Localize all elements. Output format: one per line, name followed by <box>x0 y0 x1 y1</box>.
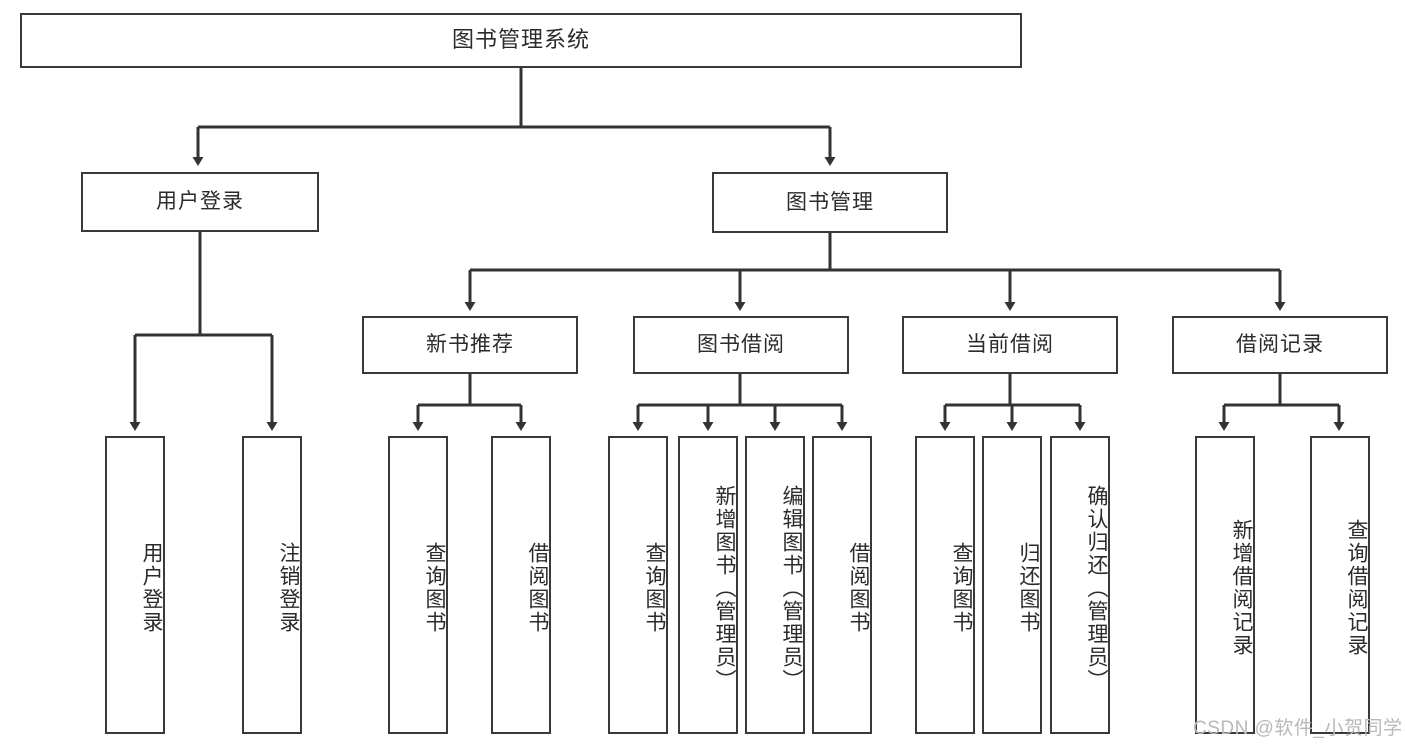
leaf-label: 归还图书 <box>1017 542 1040 634</box>
leaf-user-login-1[interactable]: 用户登录 <box>105 436 165 734</box>
leaf-book-borrow-2[interactable]: 新增图书（管理员） <box>678 436 738 734</box>
leaf-label: 查询图书 <box>643 542 666 634</box>
node-root[interactable]: 图书管理系统 <box>20 13 1022 68</box>
leaf-current-borrow-1[interactable]: 查询图书 <box>915 436 975 734</box>
node-new-book-recommend[interactable]: 新书推荐 <box>362 316 578 374</box>
node-book-management-label: 图书管理 <box>786 190 874 214</box>
leaf-label: 用户登录 <box>140 542 163 634</box>
node-current-borrow-label: 当前借阅 <box>966 333 1054 357</box>
leaf-label: 查询借阅记录 <box>1345 519 1368 657</box>
leaf-label: 查询图书 <box>423 542 446 634</box>
node-user-login-label: 用户登录 <box>156 190 244 214</box>
leaf-new-book-1[interactable]: 查询图书 <box>388 436 448 734</box>
node-user-login[interactable]: 用户登录 <box>81 172 319 232</box>
leaf-current-borrow-2[interactable]: 归还图书 <box>982 436 1042 734</box>
leaf-label: 注销登录 <box>277 542 300 634</box>
leaf-current-borrow-3[interactable]: 确认归还（管理员） <box>1050 436 1110 734</box>
node-current-borrow[interactable]: 当前借阅 <box>902 316 1118 374</box>
node-borrow-record[interactable]: 借阅记录 <box>1172 316 1388 374</box>
node-book-borrow-label: 图书借阅 <box>697 333 785 357</box>
leaf-label: 借阅图书 <box>847 542 870 634</box>
leaf-borrow-record-1[interactable]: 新增借阅记录 <box>1195 436 1255 734</box>
node-book-borrow[interactable]: 图书借阅 <box>633 316 849 374</box>
leaf-book-borrow-4[interactable]: 借阅图书 <box>812 436 872 734</box>
node-root-label: 图书管理系统 <box>451 27 590 53</box>
node-book-management[interactable]: 图书管理 <box>712 172 948 233</box>
leaf-label: 借阅图书 <box>526 542 549 634</box>
leaf-label: 新增图书（管理员） <box>713 484 736 692</box>
leaf-user-login-2[interactable]: 注销登录 <box>242 436 302 734</box>
leaf-book-borrow-1[interactable]: 查询图书 <box>608 436 668 734</box>
node-new-book-recommend-label: 新书推荐 <box>426 333 514 357</box>
leaf-label: 确认归还（管理员） <box>1085 484 1108 692</box>
leaf-book-borrow-3[interactable]: 编辑图书（管理员） <box>745 436 805 734</box>
leaf-label: 编辑图书（管理员） <box>780 484 803 692</box>
leaf-label: 新增借阅记录 <box>1230 519 1253 657</box>
leaf-label: 查询图书 <box>950 542 973 634</box>
csdn-watermark: CSDN @软件_小贺同学 <box>1193 718 1403 739</box>
leaf-new-book-2[interactable]: 借阅图书 <box>491 436 551 734</box>
node-borrow-record-label: 借阅记录 <box>1236 333 1324 357</box>
leaf-borrow-record-2[interactable]: 查询借阅记录 <box>1310 436 1370 734</box>
